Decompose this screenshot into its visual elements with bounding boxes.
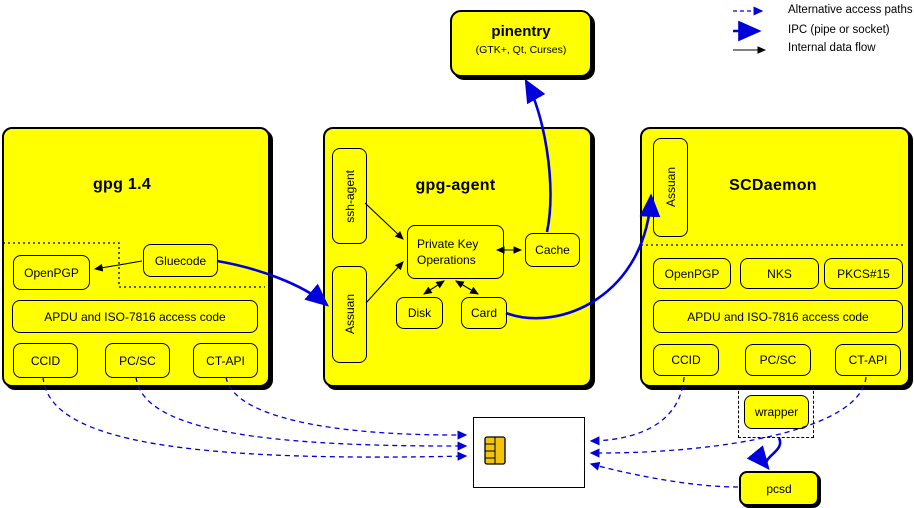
pinentry-title: pinentry — [491, 23, 551, 40]
gpg14-openpgp-box: OpenPGP — [13, 255, 90, 290]
altpath-pcsd-to-card — [589, 461, 739, 488]
smartcard — [473, 417, 585, 488]
assuan-label: Assuan — [342, 294, 357, 335]
scdaemon-ccid-box: CCID — [653, 344, 719, 376]
cache-box: Cache — [525, 233, 580, 267]
pko-line2: Operations — [417, 253, 476, 267]
scdaemon-pcsc-box: PC/SC — [745, 344, 811, 376]
gpg14-gluecode-box: Gluecode — [143, 244, 218, 277]
scdaemon-nks-box: NKS — [740, 258, 819, 289]
legend-alternative-access-paths: Alternative access paths — [788, 4, 913, 16]
altpath-scdaemon-ctapi-to-card — [589, 376, 867, 458]
gpg-agent-ssh-agent-box: ssh-agent — [332, 148, 367, 244]
legend-ipc: IPC (pipe or socket) — [788, 24, 890, 36]
ipc-wrapper-to-pcsd — [746, 437, 782, 471]
scdaemon-apdu-box: APDU and ISO-7816 access code — [653, 300, 903, 333]
gpg14-ctapi-box: CT-API — [193, 343, 258, 378]
disk-box: Disk — [396, 297, 443, 329]
gpg-agent-title: gpg-agent — [415, 177, 496, 194]
pcsd-box: pcsd — [739, 471, 819, 506]
scdaemon-title: SCDaemon — [729, 177, 817, 194]
pinentry-subtitle: (GTK+, Qt, Curses) — [475, 44, 567, 56]
gpg14-pcsc-box: PC/SC — [105, 343, 170, 378]
gpg14-apdu-box: APDU and ISO-7816 access code — [12, 300, 258, 333]
card-box: Card — [461, 297, 507, 329]
scdaemon-pkcs15-box: PKCS#15 — [824, 258, 903, 289]
gpg14-title: gpg 1.4 — [92, 176, 152, 193]
scdaemon-assuan-box: Assuan — [653, 138, 688, 237]
scdaemon-assuan-label: Assuan — [663, 167, 678, 208]
scdaemon-ctapi-box: CT-API — [835, 344, 901, 376]
private-key-operations-box: Private Key Operations — [407, 225, 504, 279]
wrapper-box: wrapper — [744, 395, 809, 429]
altpath-gpg14-ccid-to-card — [42, 376, 468, 461]
ssh-agent-label: ssh-agent — [342, 169, 357, 223]
legend-internal-data-flow: Internal data flow — [788, 42, 876, 54]
gpg14-ccid-box: CCID — [13, 343, 78, 378]
pinentry-box: pinentry (GTK+, Qt, Curses) — [450, 10, 592, 77]
scdaemon-openpgp-box: OpenPGP — [653, 258, 731, 289]
gpg-agent-assuan-box: Assuan — [332, 266, 367, 363]
altpath-gpg14-pcsc-to-card — [135, 376, 468, 451]
pko-line1: Private Key — [417, 237, 479, 251]
